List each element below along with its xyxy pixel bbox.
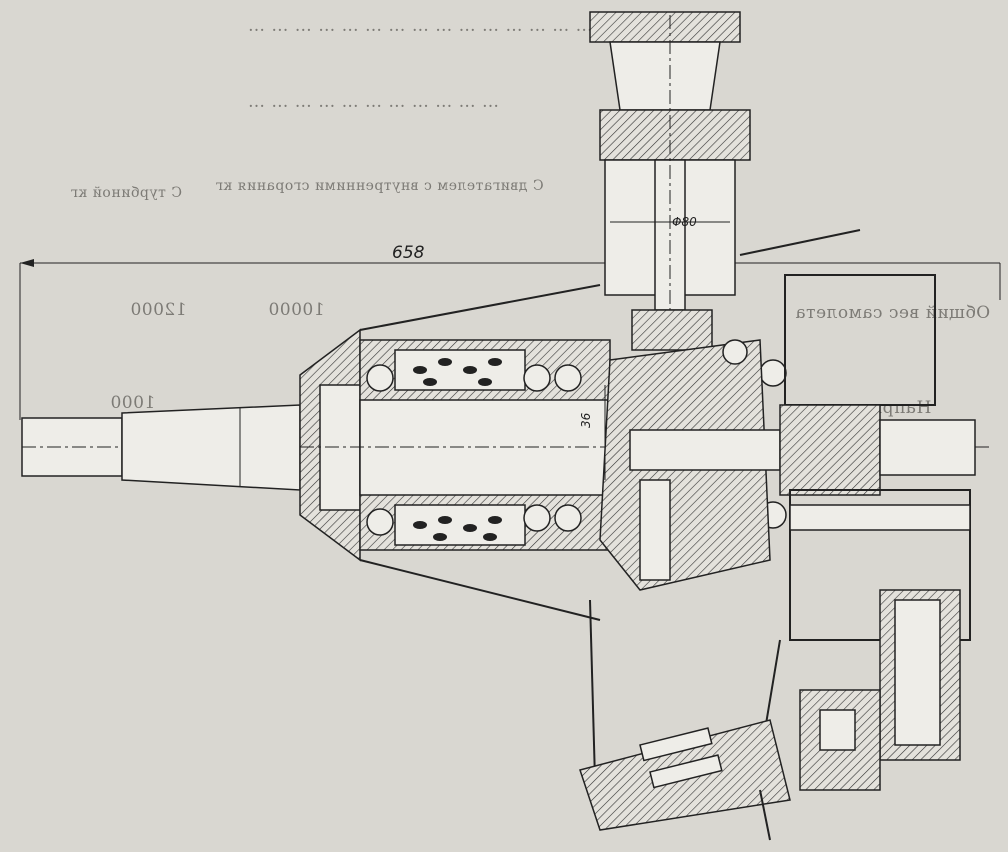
output-shaft <box>21 404 301 491</box>
ball-bearings <box>366 359 787 536</box>
dimension-dia-label: Φ80 <box>672 215 697 229</box>
dimension-658-label: 658 <box>392 243 425 263</box>
dimension-36-label: 36 <box>579 412 593 428</box>
exhaust-duct <box>579 599 791 841</box>
accessory-box <box>739 229 976 791</box>
gear-housing <box>599 339 781 591</box>
vertical-column <box>589 11 751 351</box>
overall-dimension <box>19 259 1001 420</box>
